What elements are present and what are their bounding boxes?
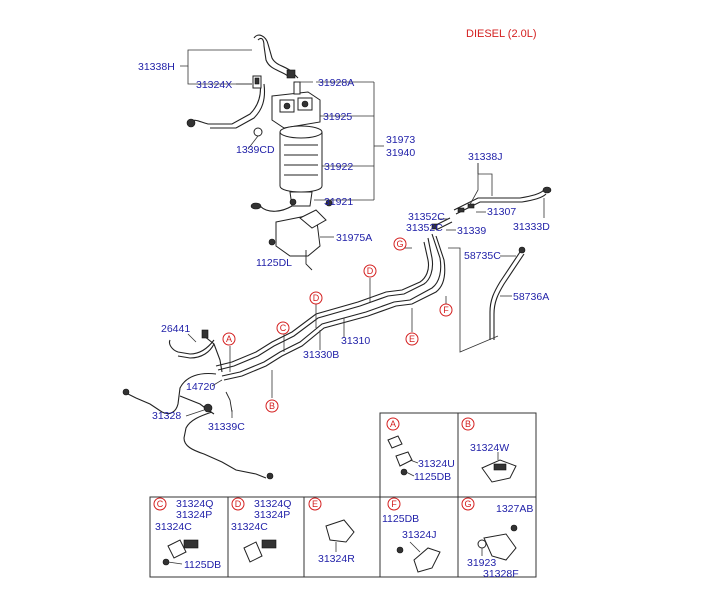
label-31925: 31925 [323, 111, 352, 123]
label-31338H: 31338H [138, 61, 175, 73]
label-31973: 31973 [386, 134, 415, 146]
callout-B[interactable]: B [265, 399, 279, 413]
callout-C[interactable]: C [276, 321, 290, 335]
svg-text:A: A [390, 419, 396, 429]
callout-D-lower[interactable]: D [309, 291, 323, 305]
detail-C-part-1: 31324Q [176, 498, 213, 510]
detail-A-part-2: 1125DB [414, 471, 451, 483]
label-31338J: 31338J [468, 151, 502, 163]
svg-text:G: G [396, 239, 403, 249]
callout-E[interactable]: E [405, 332, 419, 346]
detail-box-A: A 31324U 1125DB [379, 412, 459, 498]
detail-A-part-1: 31324U [418, 458, 455, 470]
label-31330B: 31330B [303, 349, 339, 361]
detail-F-part-1: 1125DB [382, 513, 419, 525]
detail-box-B: B 31324W [457, 412, 537, 498]
label-31352C-upper: 31352C [408, 211, 445, 223]
label-31333D: 31333D [513, 221, 550, 233]
callout-F[interactable]: F [439, 303, 453, 317]
fuel-filter-assembly [186, 34, 333, 271]
callout-G[interactable]: G [393, 237, 407, 251]
detail-box-F: F 1125DB 31324J [379, 496, 459, 578]
label-31940: 31940 [386, 147, 415, 159]
svg-text:D: D [235, 499, 242, 509]
label-31352C-lower: 31352C [406, 222, 443, 234]
detail-G-part-1: 1327AB [496, 503, 533, 515]
main-leader-lines [185, 247, 447, 418]
label-1125DL: 1125DL [256, 257, 292, 269]
detail-C-part-3: 31324C [155, 521, 192, 533]
svg-text:F: F [391, 499, 397, 509]
detail-B-part-1: 31324W [470, 442, 509, 454]
label-58735C: 58735C [464, 250, 501, 262]
detail-box-C: C 31324Q 31324P 31324C 1125DB [149, 496, 229, 578]
label-31310: 31310 [341, 335, 370, 347]
svg-text:A: A [226, 334, 232, 344]
detail-D-part-2: 31324P [254, 509, 290, 521]
svg-text:B: B [269, 401, 275, 411]
label-1339CD: 1339CD [236, 144, 275, 156]
label-31324X: 31324X [196, 79, 232, 91]
detail-F-part-2: 31324J [402, 529, 436, 541]
detail-E-part-1: 31324R [318, 553, 355, 565]
svg-text:C: C [280, 323, 287, 333]
svg-text:D: D [367, 266, 374, 276]
main-fuel-lines [122, 233, 446, 480]
detail-box-G: G 1327AB 31923 31328F [457, 496, 537, 580]
filter-leader-lines [180, 49, 384, 238]
detail-C-part-2: 31324P [176, 509, 212, 521]
detail-C-part-4: 1125DB [184, 559, 221, 571]
label-31339: 31339 [457, 225, 486, 237]
svg-text:B: B [465, 419, 471, 429]
detail-box-E: E 31324R [303, 496, 381, 578]
svg-text:E: E [409, 334, 415, 344]
label-58736A: 58736A [513, 291, 549, 303]
detail-D-part-1: 31324Q [254, 498, 291, 510]
detail-box-D: D 31324Q 31324P 31324C [227, 496, 305, 578]
svg-text:D: D [313, 293, 320, 303]
label-31921: 31921 [324, 196, 353, 208]
diagram-title: DIESEL (2.0L) [466, 28, 537, 40]
label-14720: 14720 [186, 381, 215, 393]
label-26441: 26441 [161, 323, 190, 335]
label-31328: 31328 [152, 410, 181, 422]
label-31975A: 31975A [336, 232, 372, 244]
label-31922: 31922 [324, 161, 353, 173]
svg-text:F: F [443, 305, 449, 315]
label-31928A: 31928A [318, 77, 354, 89]
right-leader-lines [438, 163, 545, 353]
svg-text:G: G [464, 499, 471, 509]
callout-D-upper[interactable]: D [363, 264, 377, 278]
right-hose-group [431, 186, 552, 340]
detail-D-part-3: 31324C [231, 521, 268, 533]
callout-A[interactable]: A [222, 332, 236, 346]
svg-text:C: C [157, 499, 164, 509]
label-31307: 31307 [487, 206, 516, 218]
svg-text:E: E [312, 499, 318, 509]
detail-G-part-3: 31328F [483, 568, 519, 580]
label-31339C: 31339C [208, 421, 245, 433]
detail-G-part-2: 31923 [467, 557, 496, 569]
